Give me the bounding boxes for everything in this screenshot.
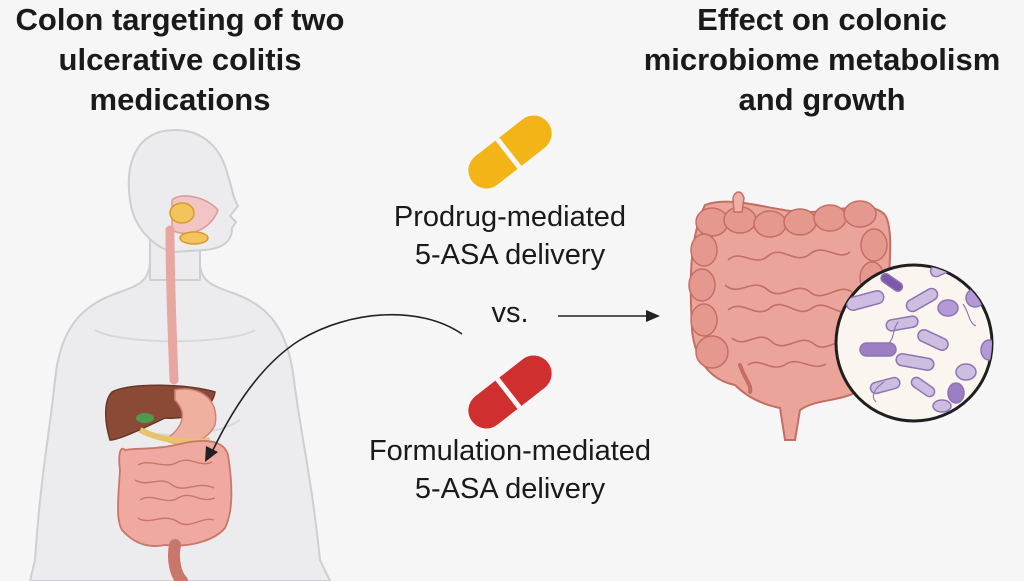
curved-arrow: [205, 313, 463, 462]
colon-illustration: [688, 191, 892, 441]
left-title-line: ulcerative colitis: [58, 42, 302, 77]
versus-label: vs.: [491, 297, 529, 329]
formulation-label-line: 5-ASA delivery: [414, 473, 606, 505]
formulation-label-line: Formulation-mediated: [368, 435, 652, 467]
body-outline: [28, 258, 332, 581]
prodrug-delivery-label: Prodrug-mediated 5-ASA delivery: [360, 198, 660, 274]
right-panel-title: Effect on colonic microbiome metabolism …: [620, 0, 1024, 120]
left-panel-title: Colon targeting of two ulcerative coliti…: [0, 0, 360, 120]
formulation-delivery-label: Formulation-mediated 5-ASA delivery: [340, 432, 680, 508]
esophagus: [165, 225, 179, 385]
straight-arrow: [558, 310, 660, 322]
right-title-line: microbiome metabolism: [643, 42, 1001, 77]
left-title-line: Colon targeting of two: [15, 2, 345, 37]
prodrug-pill-icon: [468, 115, 552, 189]
right-title-line: Effect on colonic: [697, 2, 947, 37]
human-colon: [117, 439, 233, 547]
prodrug-label-line: 5-ASA delivery: [414, 239, 606, 271]
human-body-illustration: [28, 128, 332, 581]
prodrug-label-line: Prodrug-mediated: [393, 201, 627, 233]
formulation-pill-icon: [468, 355, 552, 429]
left-title-line: medications: [89, 82, 271, 117]
bacteria-cluster: [845, 265, 992, 413]
microbiome-magnifier: [834, 263, 994, 423]
right-title-line: and growth: [738, 82, 906, 117]
